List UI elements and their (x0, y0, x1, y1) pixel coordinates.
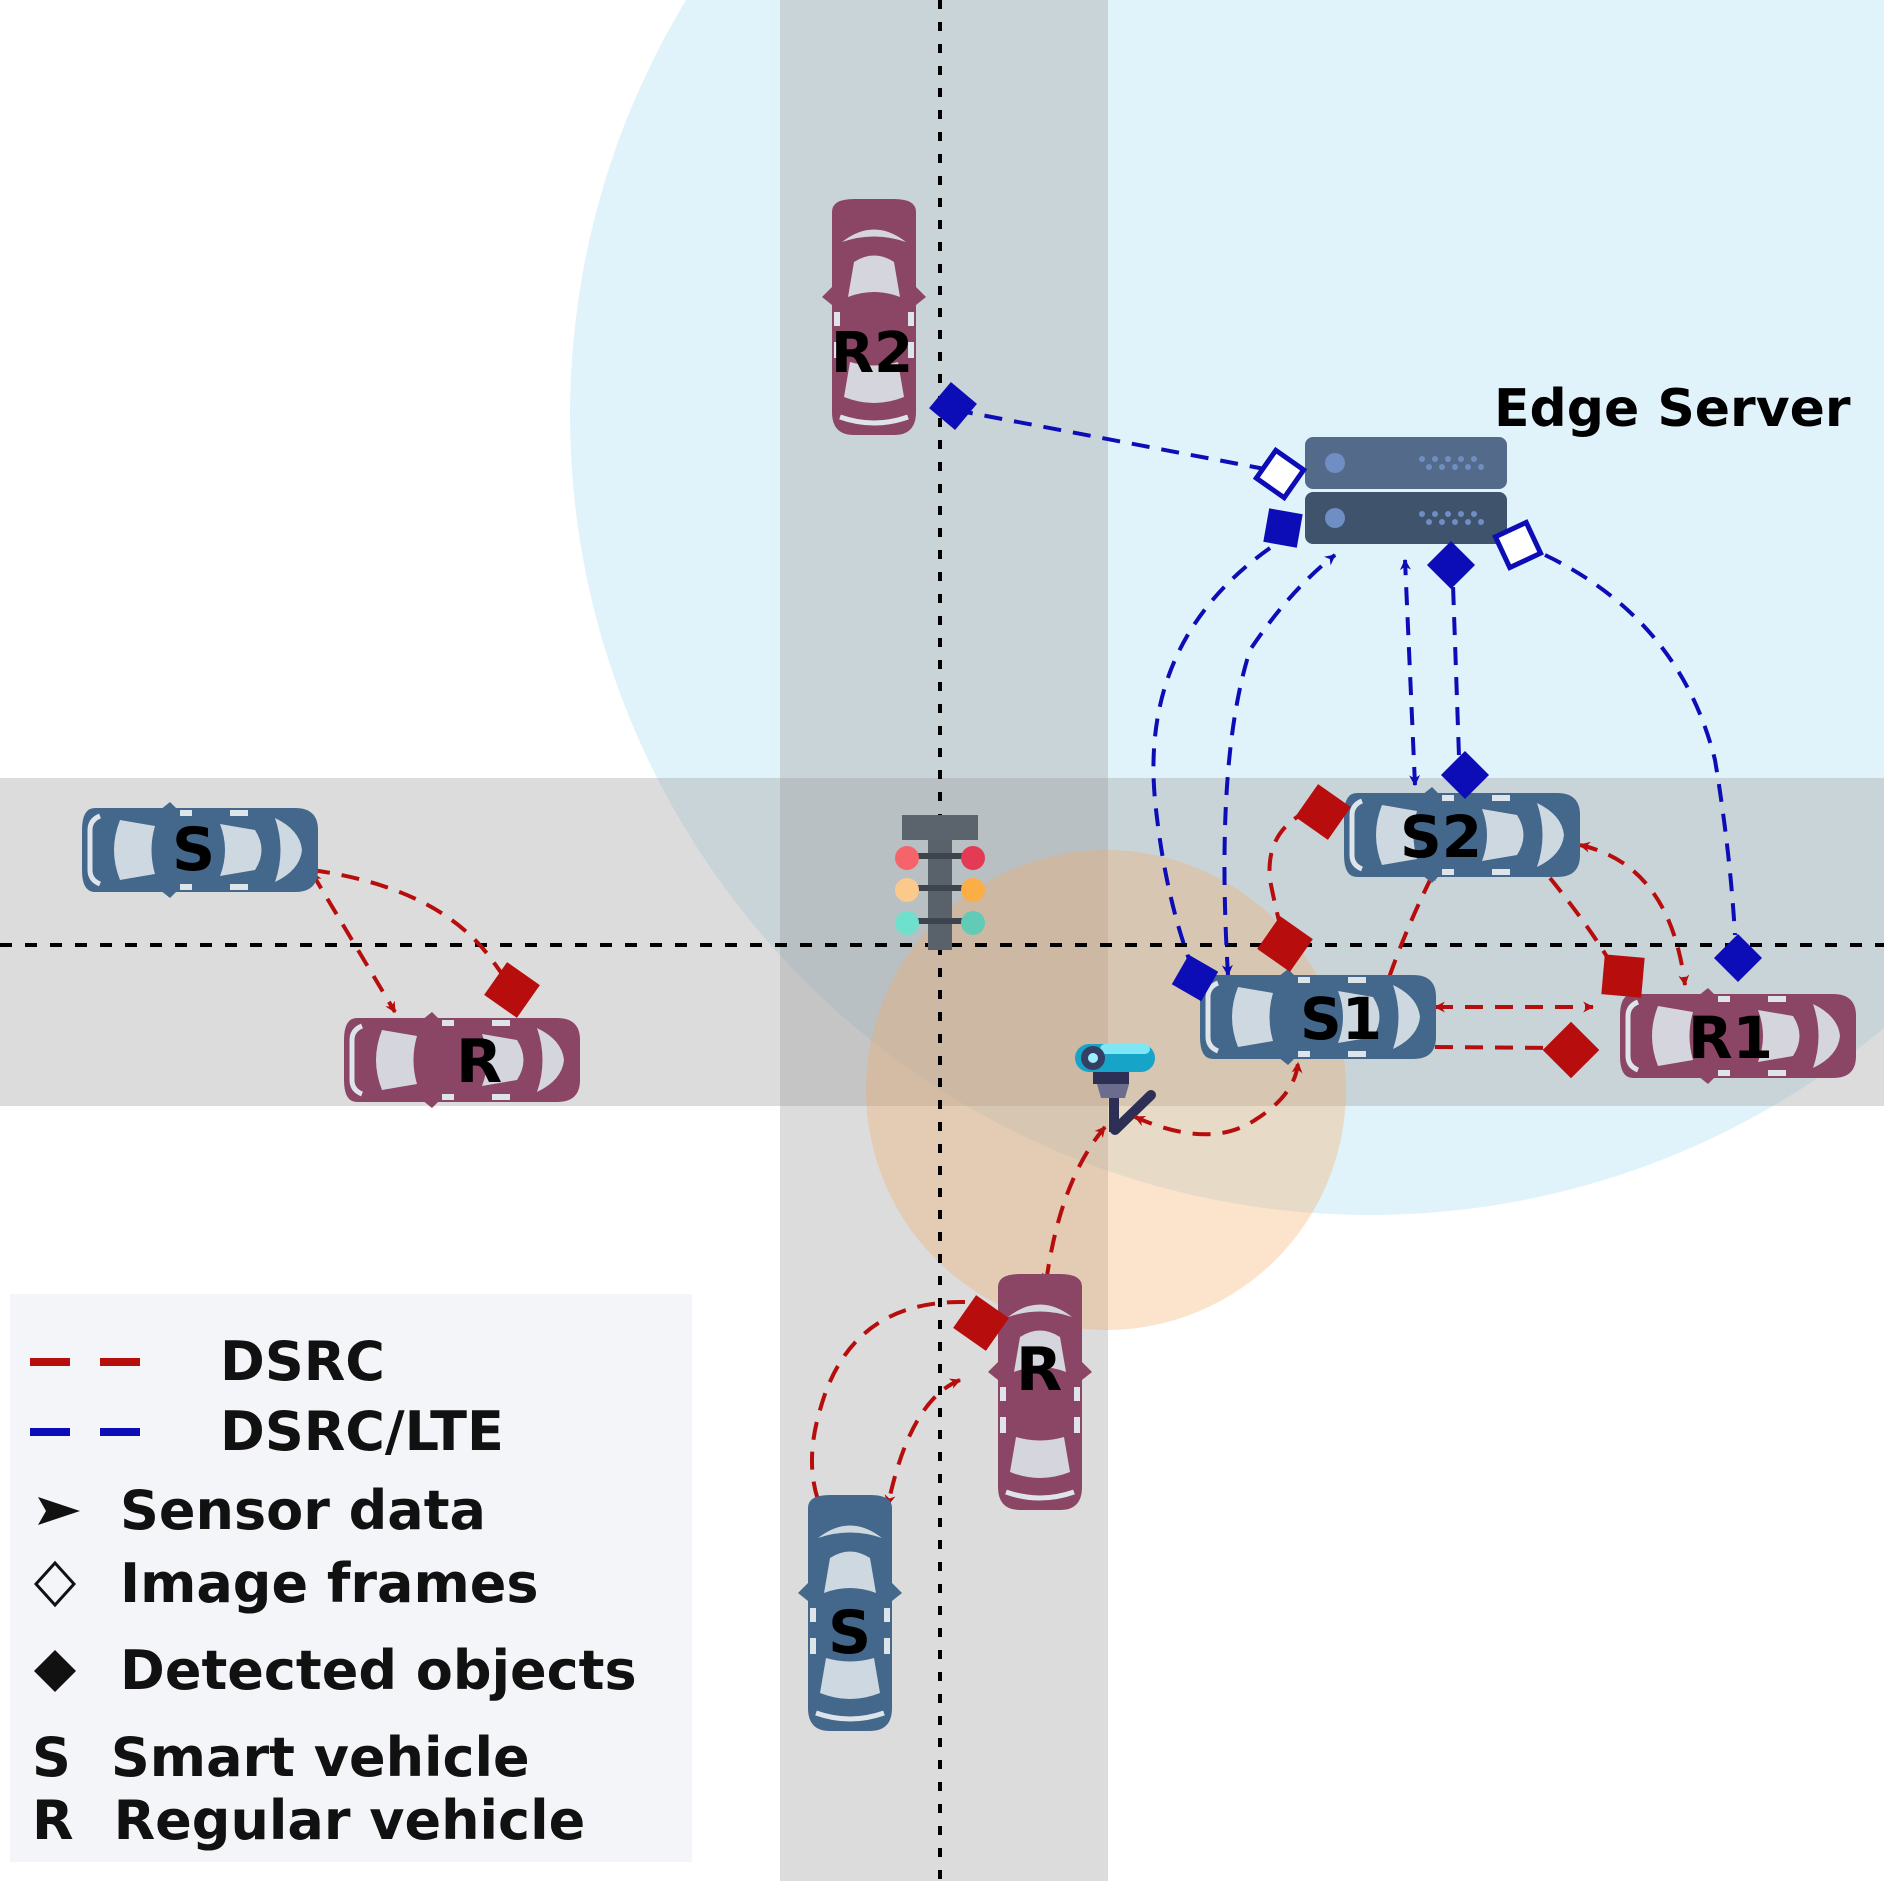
legend-item-detected: Detected objects (10, 1639, 637, 1702)
sensor-data-arrow-icon (38, 1496, 80, 1525)
vehicle-r2: R2 (822, 199, 926, 435)
lte-links (954, 408, 1737, 977)
legend-label-regular: Regular vehicle (113, 1789, 586, 1852)
legend-label-sensor: Sensor data (120, 1479, 486, 1542)
detected-objects-icon (1171, 954, 1219, 1002)
detected-objects-icon (953, 1295, 1009, 1351)
dsrc-detected-object-markers (484, 784, 1645, 1351)
detected-objects-icon (1542, 1021, 1600, 1079)
link-s-west-r-west-b (311, 868, 512, 987)
vehicle-r-south: R (988, 1274, 1092, 1510)
legend-item-lte: DSRC/LTE (10, 1400, 504, 1463)
legend-item-dsrc: DSRC (10, 1330, 385, 1393)
svg-text:S: S (828, 1598, 871, 1668)
link-server-s2 (1451, 584, 1462, 786)
link-s1-server-inner (1221, 553, 1337, 977)
link-camera-s1 (1133, 1061, 1303, 1137)
image-frames-icon (1252, 446, 1308, 502)
svg-text:R2: R2 (831, 321, 913, 386)
image-frames-icon (1492, 519, 1544, 571)
edge-server-icon (1305, 437, 1507, 544)
dsrc-line-icon (30, 1357, 180, 1366)
vehicle-s1: S1 (1200, 969, 1436, 1065)
legend-key-smart: S (32, 1726, 71, 1789)
vehicle-r1: R1 (1620, 988, 1856, 1084)
detected-objects-icon (1295, 784, 1351, 840)
lte-line-icon (30, 1427, 180, 1436)
svg-text:S: S (172, 815, 215, 885)
link-s-west-r-west-a (310, 871, 397, 1014)
image-frames-diamond-icon (33, 1560, 77, 1607)
vehicle-s2: S2 (1344, 787, 1580, 883)
legend-item-smart: S Smart vehicle (10, 1726, 530, 1789)
link-s2-server (1399, 558, 1421, 787)
link-r2-server (954, 408, 1271, 472)
detected-objects-icon (1263, 508, 1303, 548)
link-camera-r-south (1041, 1125, 1107, 1285)
edge-server-label: Edge Server (1494, 379, 1851, 439)
detected-objects-icon (929, 382, 977, 430)
vehicle-r-west: R (344, 1012, 580, 1108)
detected-objects-icon (484, 962, 540, 1018)
vehicle-s-west: S (82, 802, 318, 898)
link-s1-r1-dashed (1434, 1045, 1554, 1050)
svg-text:S2: S2 (1400, 803, 1482, 871)
legend-label-detected: Detected objects (120, 1639, 637, 1702)
link-server-r1 (1544, 553, 1737, 936)
svg-text:R: R (1016, 1335, 1062, 1405)
link-r1-s2 (1578, 841, 1690, 987)
legend-label-image: Image frames (120, 1552, 539, 1615)
legend-label-smart: Smart vehicle (110, 1726, 530, 1789)
legend-label-dsrc: DSRC (220, 1330, 385, 1393)
legend-item-sensor: Sensor data (10, 1479, 486, 1542)
link-s2-r1-diag (1548, 876, 1622, 981)
link-server-s1-outer (1151, 546, 1272, 976)
svg-text:S1: S1 (1300, 985, 1382, 1053)
link-r-south-s-south-a (884, 1378, 962, 1507)
detected-objects-icon (1257, 916, 1313, 972)
svg-text:R1: R1 (1688, 1004, 1773, 1072)
legend-item-image: Image frames (10, 1552, 538, 1615)
legend-label-lte: DSRC/LTE (220, 1400, 504, 1463)
vehicle-s-south: S (798, 1495, 902, 1731)
legend-key-regular: R (32, 1789, 74, 1852)
legend-item-regular: R Regular vehicle (10, 1789, 585, 1852)
traffic-light-icon (895, 815, 985, 950)
legend: DSRC DSRC/LTE Sensor data Image frames D… (10, 1294, 692, 1862)
detected-objects-icon (1601, 954, 1645, 998)
link-r-south-s-south-b (810, 1299, 966, 1501)
svg-text:R: R (456, 1027, 502, 1097)
image-frame-markers (1252, 446, 1544, 571)
dsrc-links (310, 808, 1690, 1507)
detected-objects-diamond-icon (34, 1649, 76, 1692)
